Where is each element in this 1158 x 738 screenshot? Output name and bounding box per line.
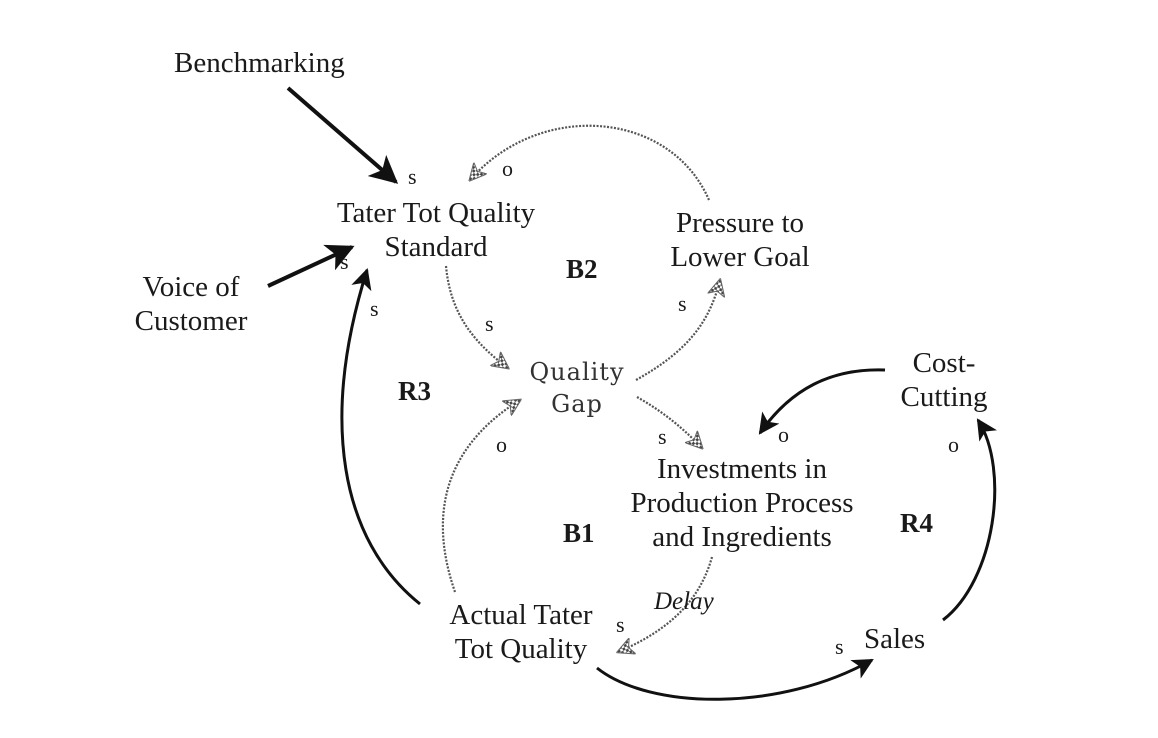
node-investments-production: Investments in Production Process and In… (606, 452, 878, 554)
polarity-gap-pressure: s (678, 291, 687, 316)
node-label-line: Quality (529, 358, 625, 386)
node-tater-tot-quality-standard: Tater Tot Quality Standard (310, 196, 562, 264)
polarity-benchmarking-standard: s (408, 164, 417, 189)
link-standard-to-gap (444, 265, 508, 368)
node-label-line: Cost- (912, 347, 976, 379)
loop-label-r3: R3 (398, 376, 431, 406)
link-costcutting-to-investments (758, 368, 886, 435)
polarity-actual-gap: o (496, 432, 507, 457)
node-label-line: Pressure to (675, 207, 805, 239)
link-actual-to-sales (596, 658, 874, 701)
node-actual-tater-tot-quality: Actual Tater Tot Quality (426, 598, 616, 666)
link-investments-to-actual (618, 556, 714, 652)
link-actual-to-standard (340, 267, 421, 606)
loop-label-b2: B2 (566, 254, 598, 284)
node-label-line: Tot Quality (454, 633, 588, 665)
polarity-standard-gap: s (485, 311, 494, 336)
node-label-line: Voice of (142, 271, 240, 303)
link-pressure-to-standard (470, 124, 711, 201)
polarity-actual-standard: s (370, 296, 379, 321)
node-voice-of-customer: Voice of Customer (118, 270, 264, 338)
delay-label: Delay (654, 588, 714, 615)
node-pressure-to-lower-goal: Pressure to Lower Goal (650, 206, 830, 274)
node-label-line: and Ingredients (652, 521, 832, 553)
node-label-line: Lower Goal (670, 241, 810, 273)
node-label-line: Tater Tot Quality (336, 197, 536, 229)
node-quality-gap: Quality Gap (515, 356, 639, 420)
polarity-pressure-standard: o (502, 156, 513, 181)
polarity-investments-actual: s (616, 612, 625, 637)
node-label-line: Production Process (630, 487, 854, 519)
node-sales: Sales (864, 623, 926, 655)
link-gap-to-investments (636, 396, 702, 448)
polarity-sales-costcutting: o (948, 432, 959, 457)
polarity-costcutting-investments: o (778, 422, 789, 447)
node-label-line: Investments in (657, 453, 827, 485)
polarity-actual-sales: s (835, 634, 844, 659)
polarity-voice-standard: s (340, 249, 349, 274)
node-label-line: Customer (134, 305, 248, 337)
polarity-gap-investments: s (658, 424, 667, 449)
node-label-line: Cutting (900, 381, 988, 413)
link-gap-to-pressure (635, 280, 720, 381)
node-label-line: Gap (551, 390, 603, 418)
node-benchmarking: Benchmarking (174, 47, 345, 79)
node-label-line: Actual Tater (449, 599, 593, 631)
loop-label-r4: R4 (900, 508, 933, 538)
link-voice-to-standard (267, 244, 355, 288)
loop-label-b1: B1 (563, 518, 595, 548)
node-label-line: Standard (384, 231, 488, 263)
link-benchmarking-to-standard (286, 86, 399, 184)
link-actual-to-gap (441, 400, 520, 593)
link-sales-to-costcutting (942, 418, 998, 622)
node-cost-cutting: Cost- Cutting (880, 346, 1008, 414)
